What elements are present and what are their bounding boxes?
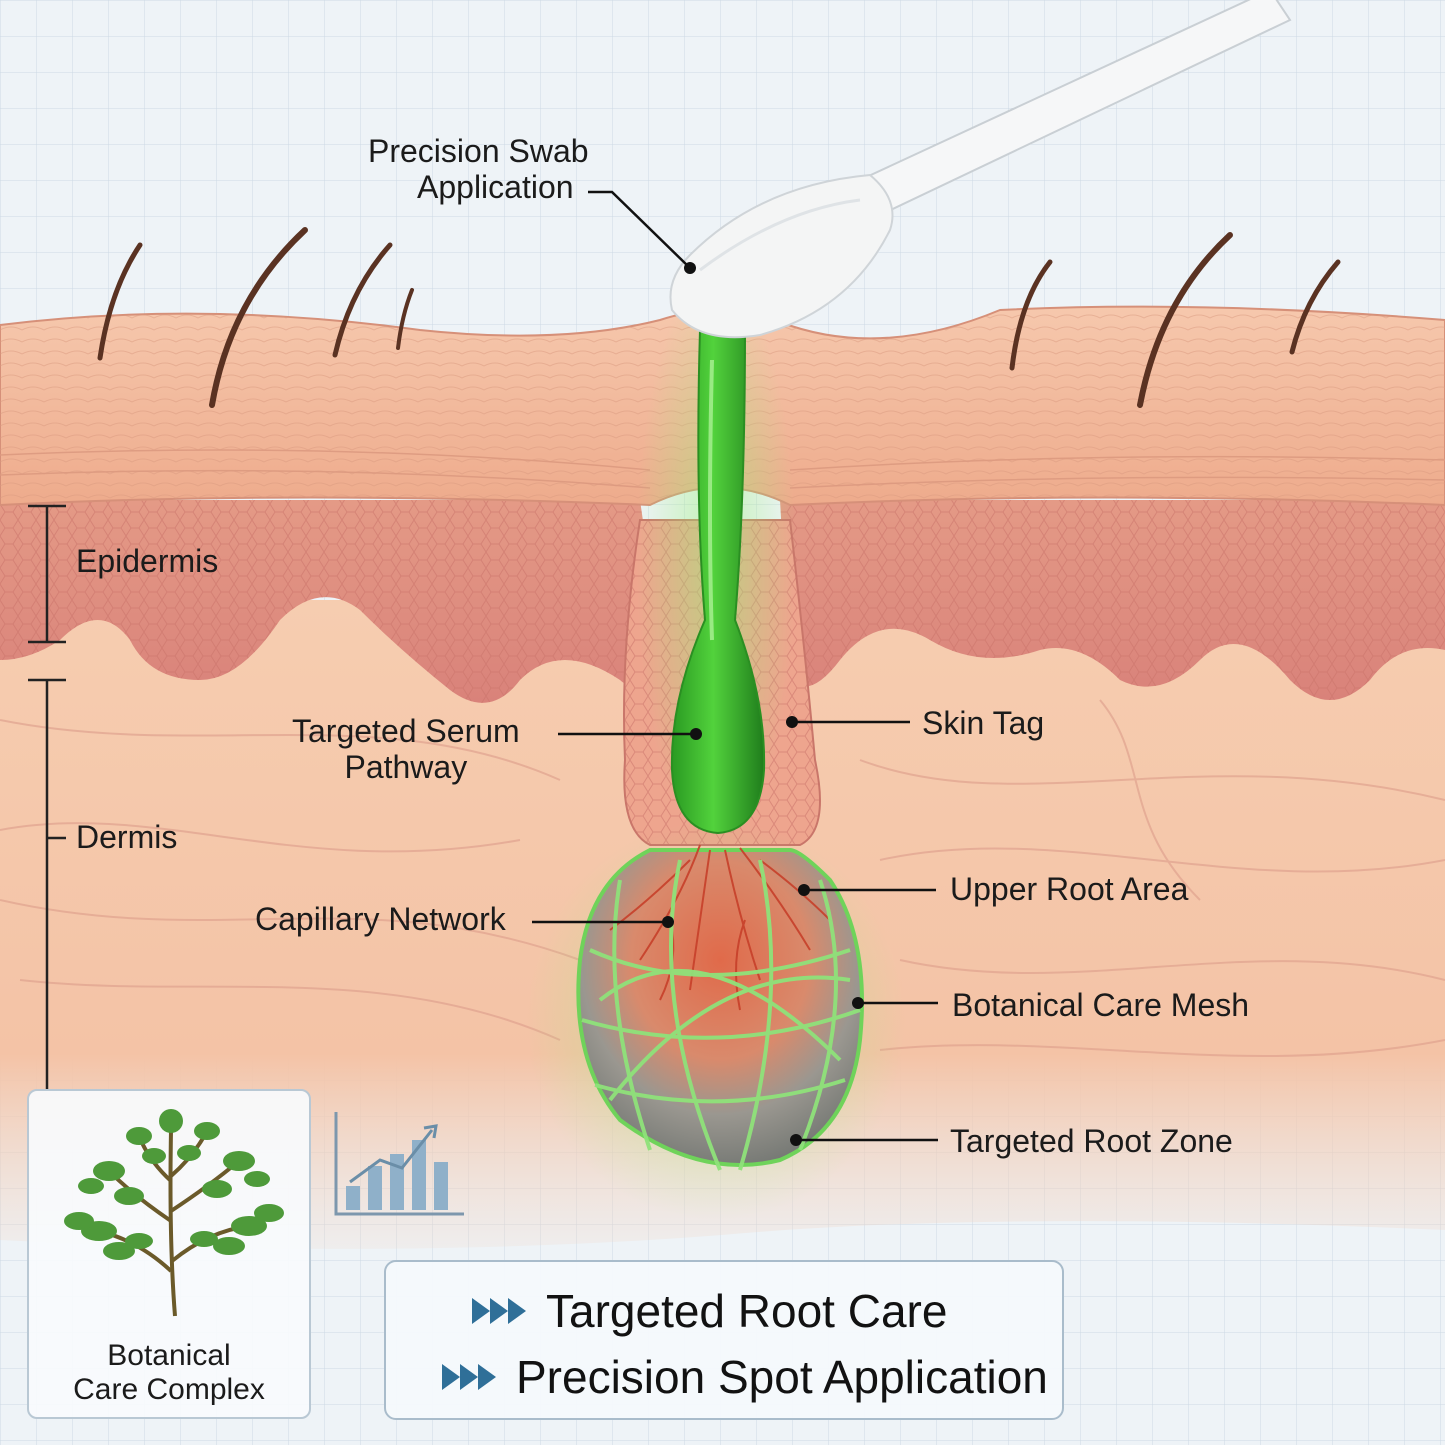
root-bulb <box>576 848 864 1167</box>
skin-tag-label: Skin Tag <box>922 705 1045 741</box>
serum-label-line2: Pathway <box>344 748 468 785</box>
banner-row-1: Targeted Root Care <box>470 1284 947 1338</box>
double-chevron-icon <box>470 1296 528 1326</box>
capillary-label: Capillary Network <box>255 901 506 937</box>
upper-root-label: Upper Root Area <box>950 871 1189 907</box>
botanical-complex-card: Botanical Care Complex <box>27 1089 311 1419</box>
epidermis-label: Epidermis <box>76 543 219 579</box>
dermis-label: Dermis <box>76 819 178 855</box>
banner-line-1: Targeted Root Care <box>546 1285 948 1337</box>
layer-brackets <box>28 504 66 1090</box>
botanical-mesh <box>581 859 861 1171</box>
swab-label-line1: Precision Swab <box>368 133 589 169</box>
swab <box>669 0 1292 339</box>
dermis-fibers <box>0 699 1445 1057</box>
banner-row-2: Precision Spot Application <box>440 1350 1048 1404</box>
botanical-caption-line2: Care Complex <box>73 1372 265 1406</box>
botanical-caption: Botanical Care Complex <box>29 1339 309 1406</box>
double-chevron-icon <box>440 1362 498 1392</box>
leader-lines <box>532 190 938 1142</box>
serum-label-line1: Targeted Serum <box>292 713 520 749</box>
root-zone-label: Targeted Root Zone <box>950 1123 1233 1159</box>
banner-line-2: Precision Spot Application <box>516 1351 1048 1403</box>
hairs <box>97 227 1341 408</box>
botanical-caption-line1: Botanical <box>107 1339 231 1372</box>
swab-label: Precision Swab Application <box>368 133 589 206</box>
bar-chart-growth-icon <box>334 1112 464 1216</box>
mesh-label: Botanical Care Mesh <box>952 987 1250 1023</box>
summary-banner: Targeted Root Care Precision Spot Applic… <box>384 1260 1064 1420</box>
serum-label: Targeted Serum Pathway <box>292 713 520 786</box>
fern-sprig-icon <box>64 1109 284 1317</box>
swab-label-line2: Application <box>417 168 574 205</box>
serum-droplet <box>670 329 766 835</box>
